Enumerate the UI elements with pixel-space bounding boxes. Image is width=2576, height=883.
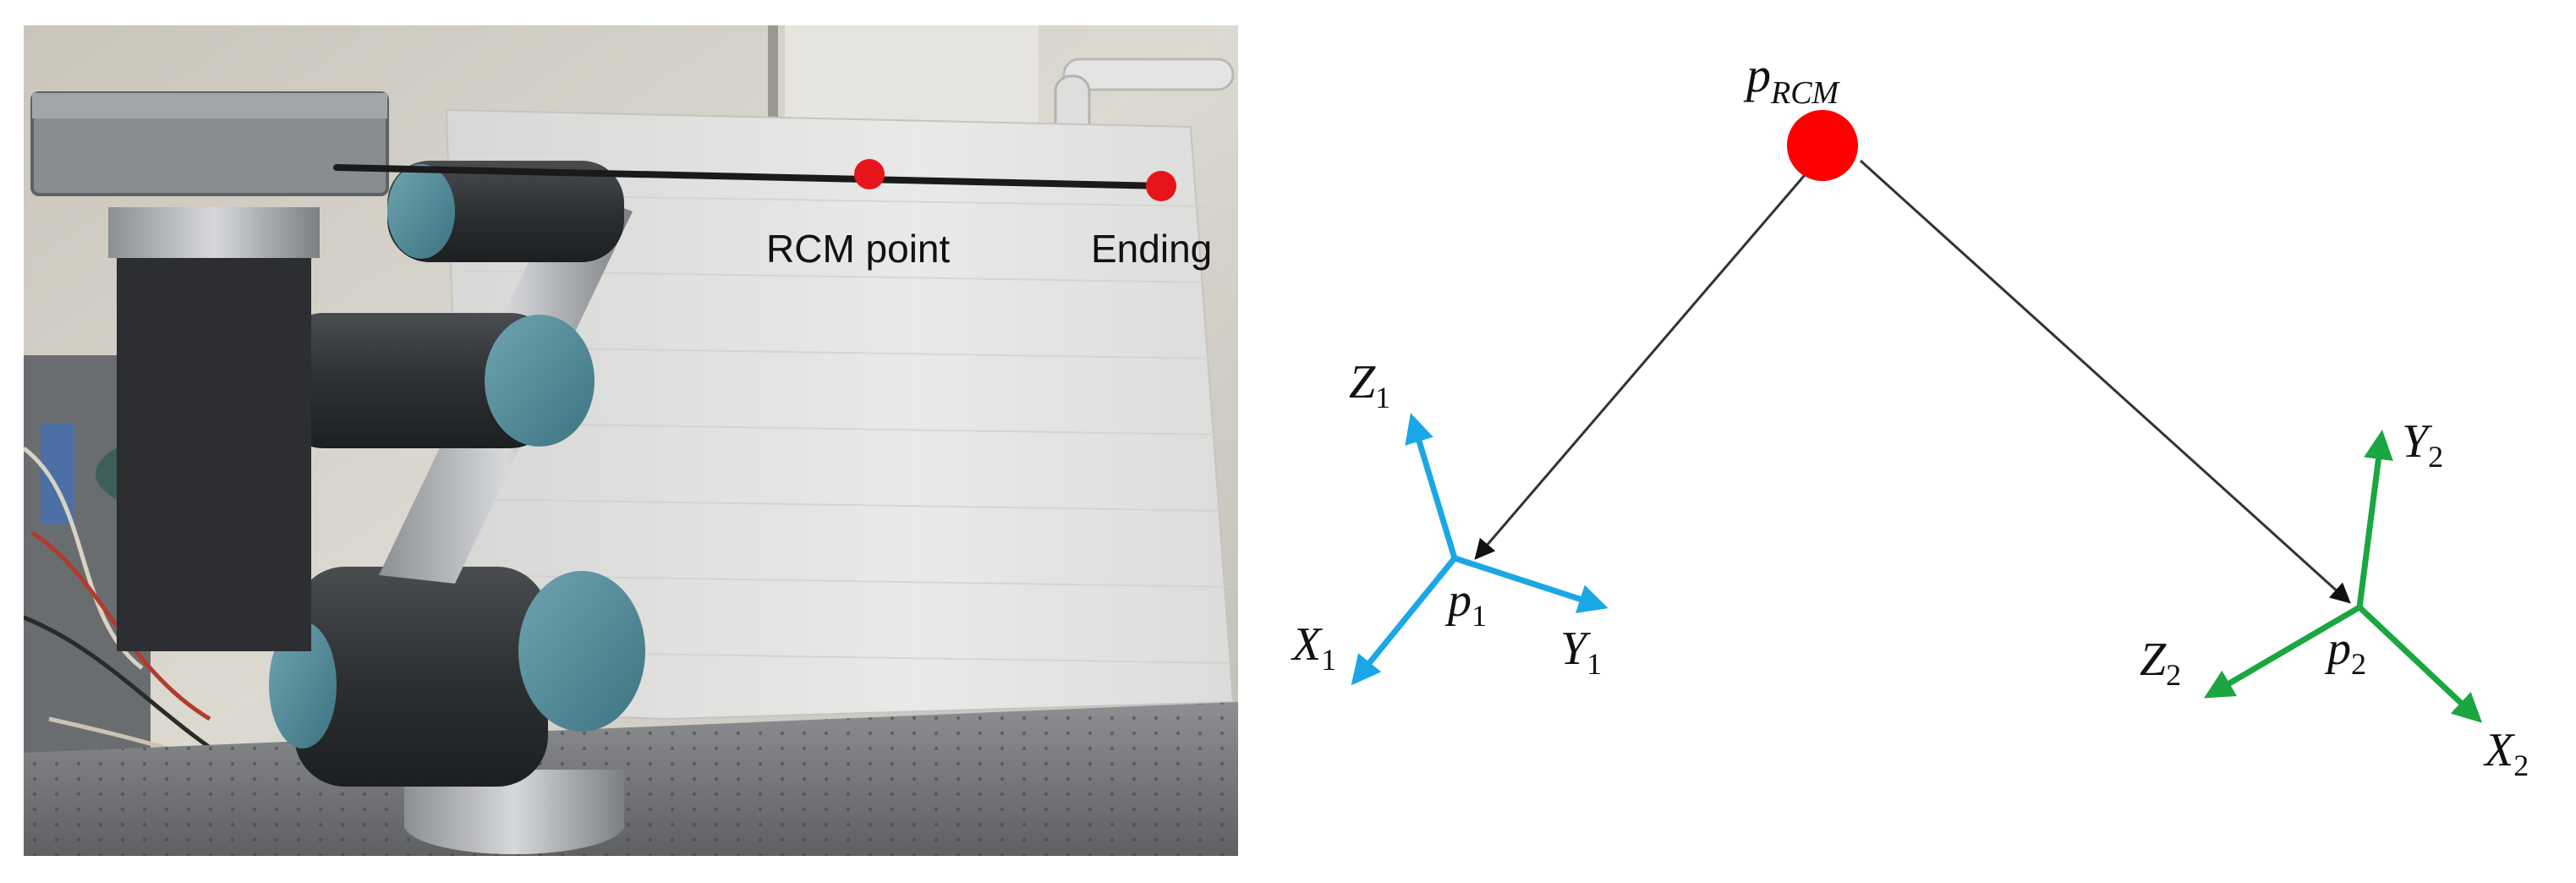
frame2-x-axis <box>2357 605 2483 723</box>
ending-label: Ending <box>1091 227 1212 271</box>
frame-2 <box>2203 430 2483 723</box>
robot-shoulder-ring <box>108 207 320 258</box>
robot-lower-joint-cap-side <box>269 622 337 749</box>
frame1-x-label: X1 <box>1291 618 1336 677</box>
frame2-y-axis <box>2356 430 2393 608</box>
frame-1 <box>1351 413 1609 686</box>
p2-label: p2 <box>2324 622 2366 681</box>
frame2-z-axis <box>2203 604 2361 699</box>
frame1-x-axis <box>1351 556 1457 686</box>
robot-setup-photo: RCM point Ending <box>24 25 1238 856</box>
rcm-point <box>1787 110 1858 181</box>
robot-wrist-cap <box>387 164 455 259</box>
vector-rcm-to-p2 <box>1859 159 2351 604</box>
rcm-point-label: RCM point <box>766 227 951 271</box>
vector-rcm-to-p1 <box>1474 168 1811 560</box>
p1-label: p1 <box>1444 574 1487 633</box>
robot-lower-joint-cap <box>518 571 645 732</box>
instrument-rod <box>333 164 1169 189</box>
frame1-z-label: Z1 <box>1349 356 1390 414</box>
robot-elbow-cap <box>485 315 595 447</box>
robot-elbow-joint <box>277 313 556 448</box>
robot-lower-joint <box>294 567 548 787</box>
frame1-y-label: Y1 <box>1560 622 1602 681</box>
frame1-z-axis <box>1405 413 1458 560</box>
rcm-label: pRCM <box>1743 47 1841 111</box>
rcm-point-marker <box>854 159 885 189</box>
frame2-z-label: Z2 <box>2140 633 2181 692</box>
tool-mount-top <box>32 93 387 118</box>
ceiling-light-arm <box>1062 58 1235 91</box>
robot-shoulder-column <box>117 211 311 651</box>
ending-marker <box>1146 171 1176 201</box>
rcm-symbol: p <box>1743 47 1771 102</box>
frame1-y-axis <box>1453 555 1609 613</box>
frame2-x-label: X2 <box>2483 724 2529 782</box>
coordinate-frame-diagram: pRCM Z1 X1 Y1 p1 Y2 Z2 <box>1269 0 2576 883</box>
rcm-subscript: RCM <box>1770 75 1841 111</box>
frame2-y-label: Y2 <box>2402 415 2443 474</box>
